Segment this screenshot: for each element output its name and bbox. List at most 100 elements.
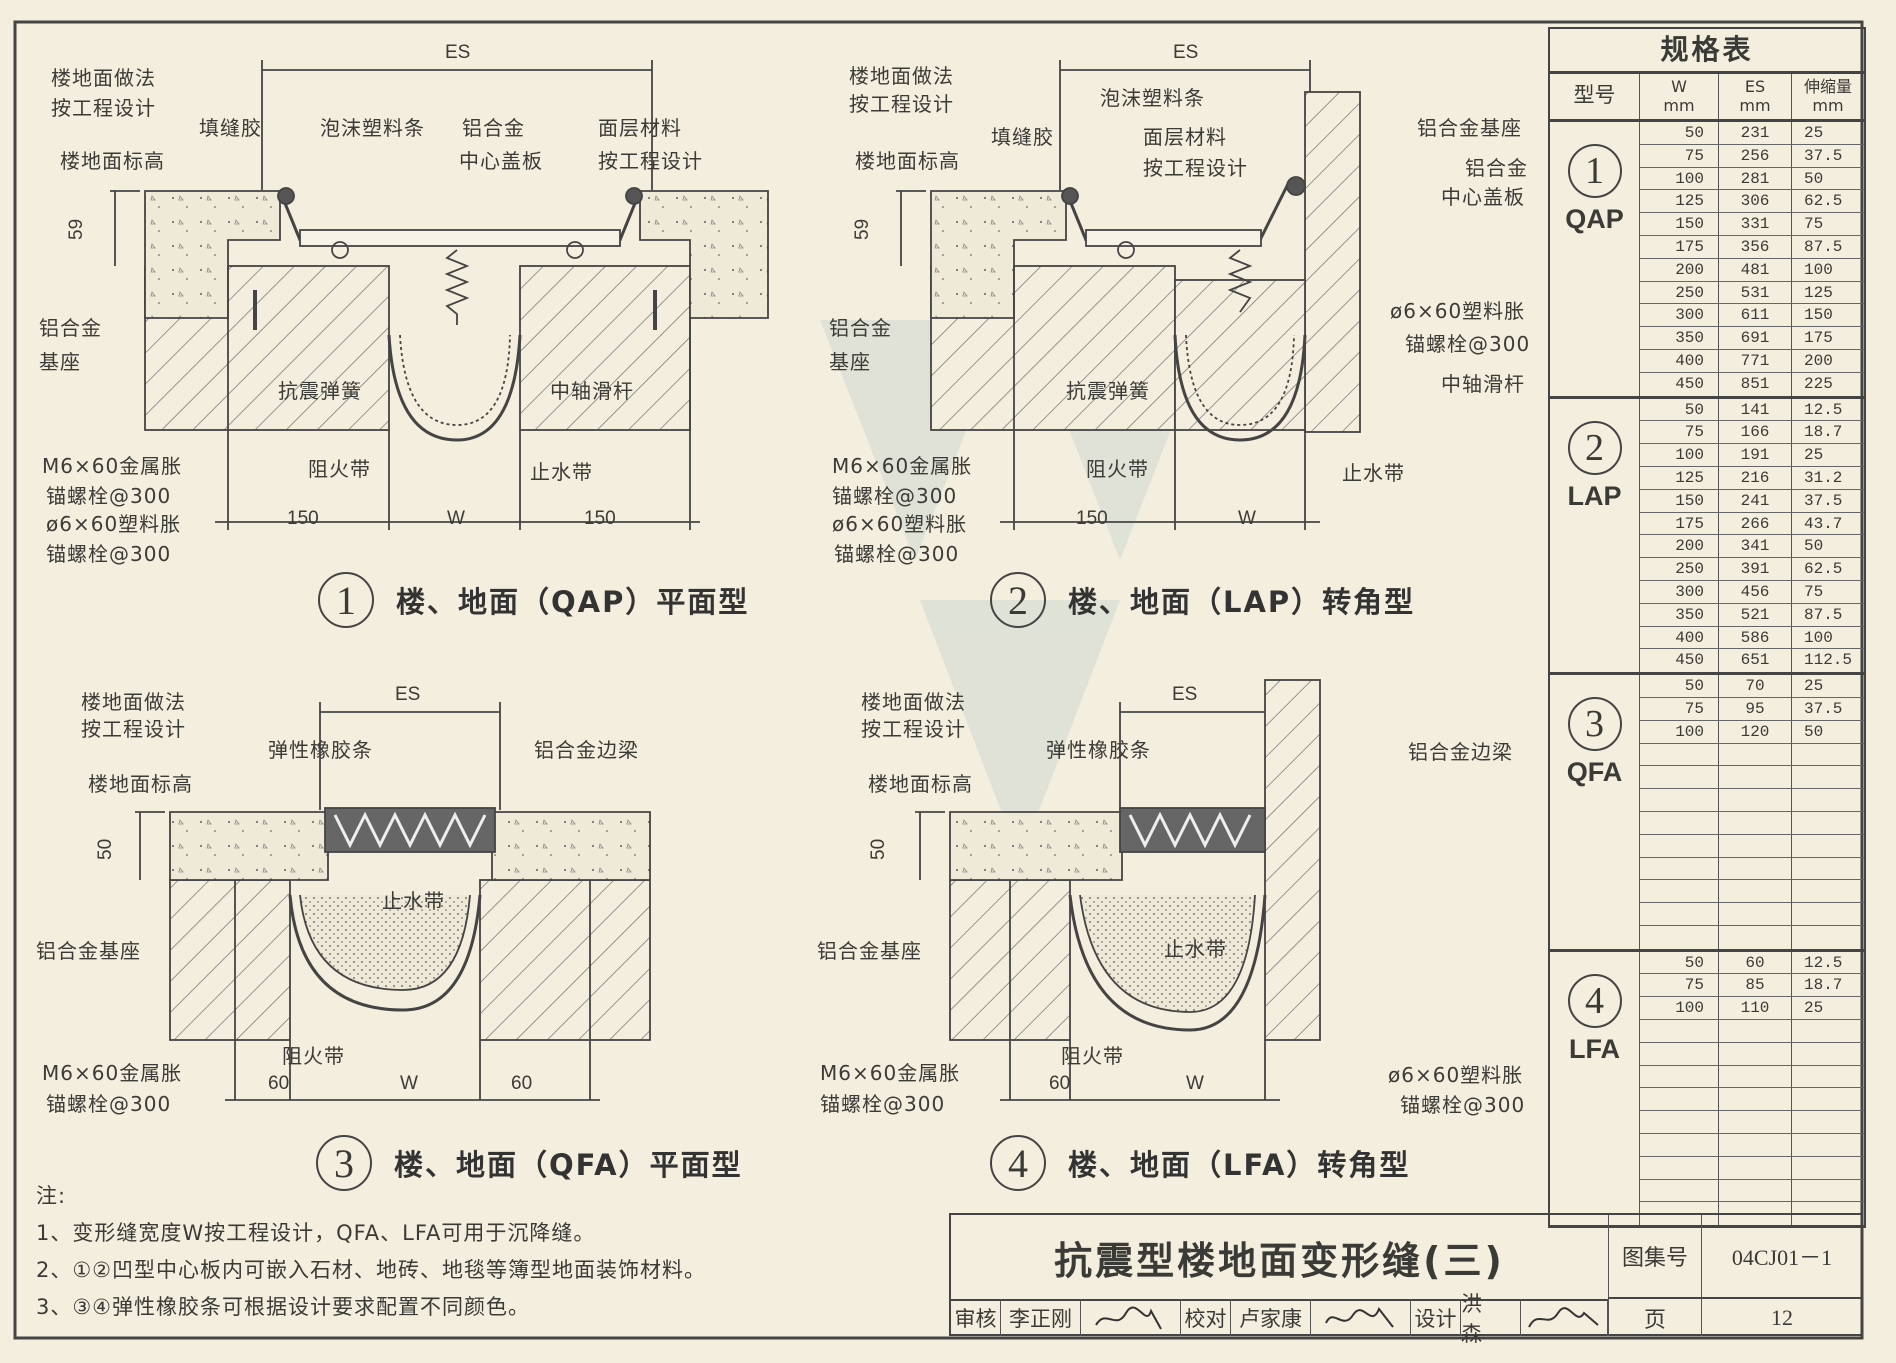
label: ø6×60塑料胀: [46, 512, 182, 536]
detail-number: 3: [316, 1135, 372, 1191]
caption-text: 楼、地面（QAP）平面型: [396, 585, 750, 619]
label: 铝合金边梁: [1408, 740, 1513, 764]
cell-w: 75: [1640, 144, 1719, 167]
cell-expansion: 87.5: [1804, 237, 1843, 256]
label: 按工程设计: [861, 717, 966, 741]
cell-es: 586: [1719, 626, 1792, 649]
cell-w: [1640, 766, 1719, 789]
page-frame: [13, 20, 1864, 1340]
dim-height: 59: [852, 218, 873, 240]
cell-es: [1719, 880, 1792, 903]
header-es-unit: mm: [1739, 96, 1771, 115]
label: 按工程设计: [1143, 156, 1248, 180]
cell-es: 281: [1719, 167, 1792, 190]
cell-w: [1640, 903, 1719, 925]
cell-es: 611: [1719, 304, 1792, 327]
dim-height: 59: [66, 218, 87, 240]
dim-w: W: [1238, 508, 1256, 529]
dim-es: ES: [395, 684, 421, 705]
label: ø6×60塑料胀: [1390, 299, 1526, 323]
cell-w: 50: [1640, 398, 1719, 421]
cell-es: [1719, 1020, 1792, 1042]
group-code: LAP: [1567, 480, 1622, 511]
cell-es: 306: [1719, 190, 1792, 213]
cell-expansion: [1792, 835, 1864, 857]
cell-w: [1640, 743, 1719, 766]
label: 按工程设计: [51, 96, 156, 120]
label: 楼地面标高: [60, 149, 165, 173]
cell-es: 651: [1719, 649, 1792, 673]
cell-es: [1719, 789, 1792, 811]
label: ø6×60塑料胀: [832, 512, 968, 536]
group-code: QAP: [1565, 204, 1624, 234]
header-exp-unit: mm: [1812, 96, 1844, 115]
cell-es: [1719, 1042, 1792, 1065]
label: 基座: [39, 350, 81, 374]
table-row: [1640, 880, 1864, 904]
atlas-label: 图集号: [1608, 1215, 1701, 1299]
label: 止水带: [530, 460, 593, 484]
table-row: [1640, 834, 1864, 858]
reviewer-name: 李正刚: [1001, 1299, 1081, 1336]
notes: 注: 1、变形缝宽度W按工程设计，QFA、LFA可用于沉降缝。 2、①②凹型中心…: [36, 1178, 706, 1326]
cell-expansion: 50: [1804, 169, 1824, 188]
label: 阻火带: [1061, 1044, 1124, 1068]
label: 止水带: [1342, 461, 1405, 485]
note-item: 2、①②凹型中心板内可嵌入石材、地砖、地毯等簿型地面装饰材料。: [36, 1258, 707, 1282]
label: 填缝胶: [199, 116, 262, 140]
cell-expansion: [1792, 858, 1864, 880]
label: 铝合金边梁: [534, 738, 639, 762]
cell-w: 300: [1640, 580, 1719, 603]
dim-height: 50: [868, 838, 889, 860]
cell-expansion: 50: [1804, 537, 1824, 556]
cell-expansion: 12.5: [1804, 400, 1843, 419]
cell-expansion: [1792, 1020, 1864, 1042]
label: 抗震弹簧: [1066, 379, 1150, 403]
cell-w: 50: [1640, 951, 1719, 974]
dim-es: ES: [1172, 684, 1198, 705]
cell-w: [1640, 811, 1719, 834]
cell-w: 250: [1640, 281, 1719, 304]
caption-text: 楼、地面（LFA）转角型: [1068, 1148, 1411, 1182]
header-type: 型号: [1550, 74, 1640, 119]
cell-es: 231: [1719, 122, 1792, 144]
cell-expansion: 37.5: [1804, 146, 1843, 165]
spec-table-title: 规格表: [1550, 29, 1864, 74]
cell-w: 75: [1640, 697, 1719, 720]
cell-es: 166: [1719, 421, 1792, 444]
table-row: [1640, 811, 1864, 835]
cell-expansion: 150: [1804, 306, 1833, 325]
label: 锚螺栓@300: [1405, 332, 1531, 356]
label: 楼地面标高: [88, 772, 193, 796]
group-code: LFA: [1569, 1033, 1620, 1064]
group-number: 3: [1567, 697, 1622, 752]
cell-es: 120: [1719, 720, 1792, 743]
label: 锚螺栓@300: [46, 484, 172, 508]
cell-expansion: 25: [1804, 446, 1824, 465]
notes-title: 注:: [36, 1184, 67, 1208]
cell-expansion: 12.5: [1804, 953, 1843, 972]
caption-text: 楼、地面（LAP）转角型: [1068, 585, 1416, 619]
cell-es: 266: [1719, 512, 1792, 535]
design-label: 设计: [1411, 1299, 1461, 1336]
cell-w: 200: [1640, 535, 1719, 558]
cell-es: 481: [1719, 258, 1792, 281]
label: 止水带: [382, 889, 445, 913]
cell-w: 100: [1640, 167, 1719, 190]
label: 锚螺栓@300: [46, 1092, 172, 1116]
